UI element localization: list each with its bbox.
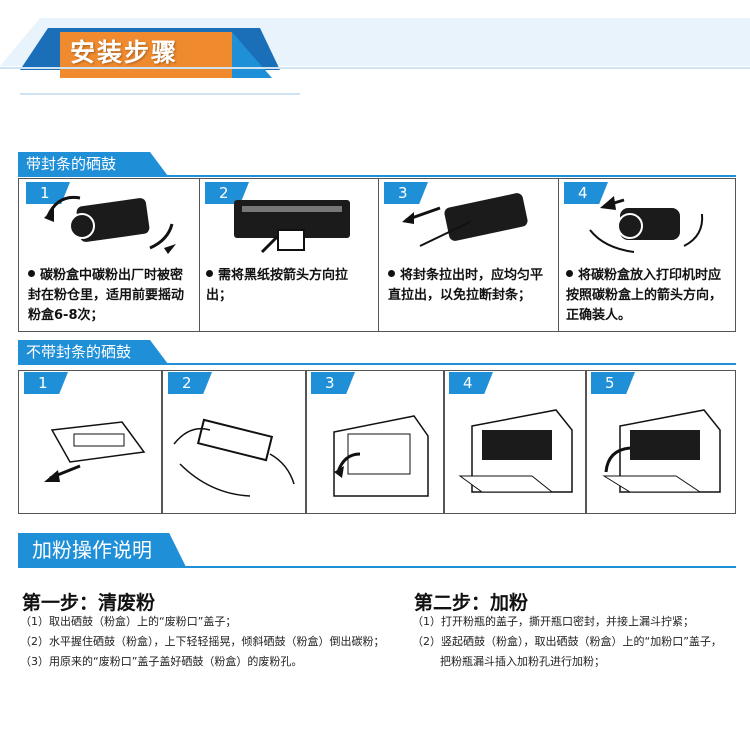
section-tab-unsealed: 不带封条的硒鼓	[18, 340, 168, 364]
seal-pull-illustration	[402, 193, 528, 247]
cartridge-insert-illustration	[589, 196, 704, 253]
step-number-badge: 5	[591, 372, 635, 394]
step-description: 将碳粉盒放入打印机时应按照碳粉盒上的箭头方向，正确装人。	[566, 268, 723, 323]
refill-step2-line: （2）竖起硒鼓（粉盒），取出硒鼓（粉盒）上的“加粉口”盖子，	[412, 635, 722, 648]
step-description: 需将黑纸按箭头方向拉出；	[206, 268, 349, 303]
cartridge-hold-illustration	[173, 418, 295, 497]
step-number-badge: 4	[449, 372, 493, 394]
printer-cartridge-bay-illustration	[458, 409, 573, 493]
printer-close-lid-illustration	[602, 409, 721, 493]
refill-step1-title: 第一步：清废粉	[22, 592, 156, 614]
cartridge-pull-tab-illustration	[234, 200, 350, 254]
step-number-badge: 3	[311, 372, 355, 394]
bullet-icon	[28, 270, 35, 277]
refill-step2-title: 第二步：加粉	[414, 592, 529, 614]
refill-step2-line: 把粉瓶漏斗插入加粉孔进行加粉；	[440, 655, 605, 668]
header-banner	[0, 18, 750, 95]
bullet-icon	[206, 270, 213, 277]
refill-step1-line: （2）水平握住硒鼓（粉盒），上下轻轻摇晃，倾斜硒鼓（粉盒）倒出碳粉；	[20, 635, 385, 648]
refill-step1-line: （3）用原来的“废粉口”盖子盖好硒鼓（粉盒）的废粉孔。	[20, 655, 303, 668]
step-number-badge: 1	[26, 182, 70, 204]
step-description: 将封条拉出时，应均匀平直拉出，以免拉断封条；	[388, 268, 544, 303]
section-tab-refill: 加粉操作说明	[18, 533, 186, 567]
refill-step1-line: （1）取出硒鼓（粉盒）上的“废粉口”盖子；	[20, 615, 237, 628]
refill-step2-line: （1）打开粉瓶的盖子，撕开瓶口密封，并接上漏斗拧紧；	[412, 615, 694, 628]
bullet-icon	[566, 270, 573, 277]
step-number-badge: 1	[24, 372, 68, 394]
section-divider	[18, 175, 736, 177]
section-divider	[18, 566, 736, 568]
step-number-badge: 3	[384, 182, 428, 204]
section-tab-sealed: 带封条的硒鼓	[18, 152, 168, 176]
step-number-badge: 4	[564, 182, 608, 204]
step-number-badge: 2	[205, 182, 249, 204]
bullet-icon	[388, 270, 395, 277]
printer-open-lid-illustration	[333, 415, 429, 497]
section-divider	[18, 363, 736, 365]
cartridge-open-illustration	[44, 421, 146, 482]
page-title: 安装步骤	[70, 38, 179, 67]
cartridge-shake-illustration	[44, 195, 176, 254]
step-description: 碳粉盒中碳粉出厂时被密封在粉仓里，适用前要摇动粉盒6-8次；	[28, 268, 185, 323]
step-number-badge: 2	[168, 372, 212, 394]
